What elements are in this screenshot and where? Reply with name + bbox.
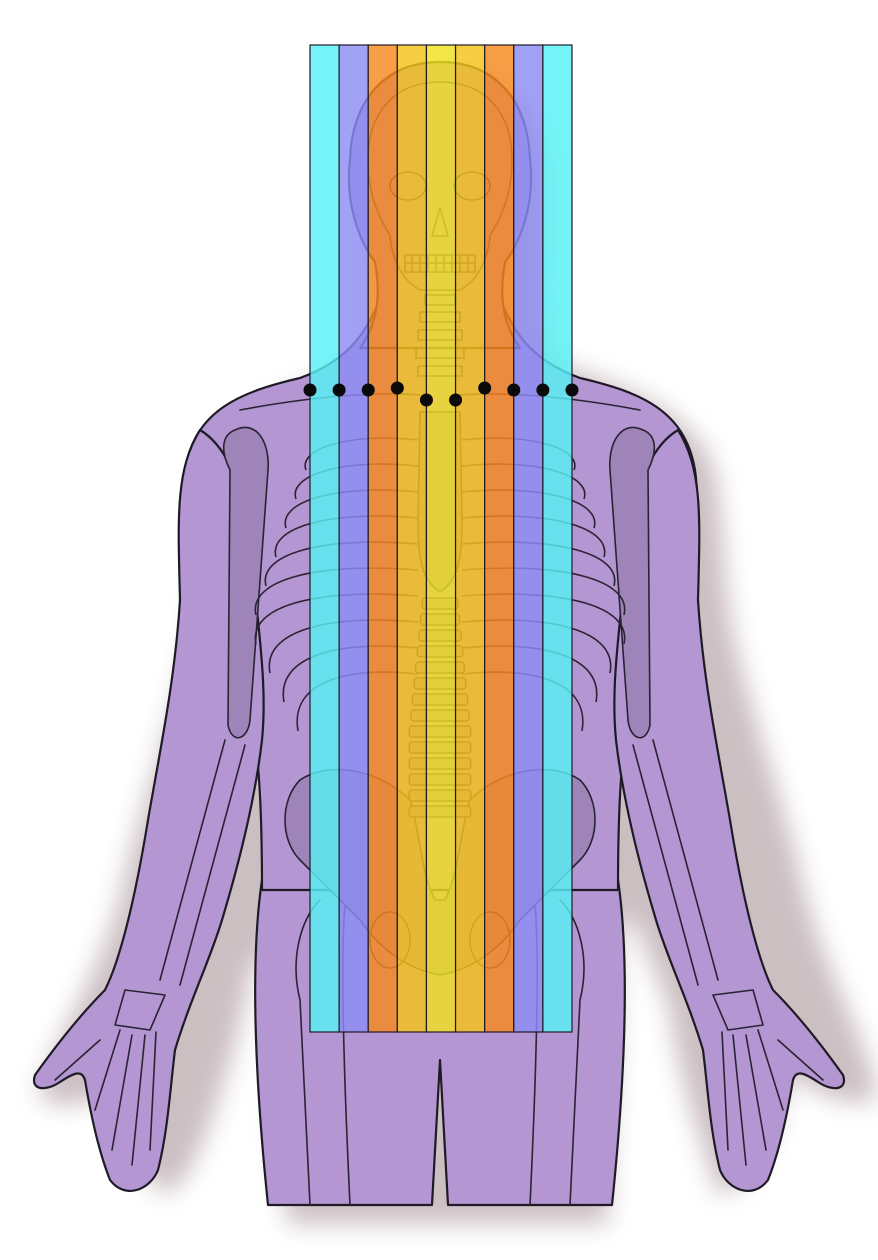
right-humerus <box>609 426 656 739</box>
dermatome-band <box>513 44 544 1033</box>
dermatome-band <box>542 44 573 1033</box>
acupoint-dot <box>332 383 346 397</box>
acupoint-dot <box>419 393 433 407</box>
left-forearm <box>159 739 246 986</box>
acupoint-dot <box>361 383 375 397</box>
right-hand-bones <box>712 989 824 1166</box>
left-humerus <box>222 426 269 739</box>
acupoint-dot <box>478 381 492 395</box>
acupoint-dot-row <box>303 381 579 407</box>
right-arm <box>613 428 846 1192</box>
left-arm <box>32 428 265 1192</box>
acupoint-dot <box>303 383 317 397</box>
acupoint-dot <box>565 383 579 397</box>
dermatome-band <box>367 44 398 1033</box>
dermatome-band <box>309 44 340 1033</box>
dermatome-bands <box>309 44 573 1033</box>
acupoint-dot <box>449 393 463 407</box>
right-forearm <box>632 739 719 986</box>
acupoint-dot <box>390 381 404 395</box>
dermatome-band <box>425 44 457 1033</box>
acupoint-dot <box>536 383 550 397</box>
acupoint-dot <box>507 383 521 397</box>
dermatome-band <box>454 44 486 1033</box>
dermatome-band <box>396 44 428 1033</box>
dermatome-band <box>338 44 369 1033</box>
left-hand-bones <box>54 989 166 1166</box>
dermatome-band <box>484 44 515 1033</box>
